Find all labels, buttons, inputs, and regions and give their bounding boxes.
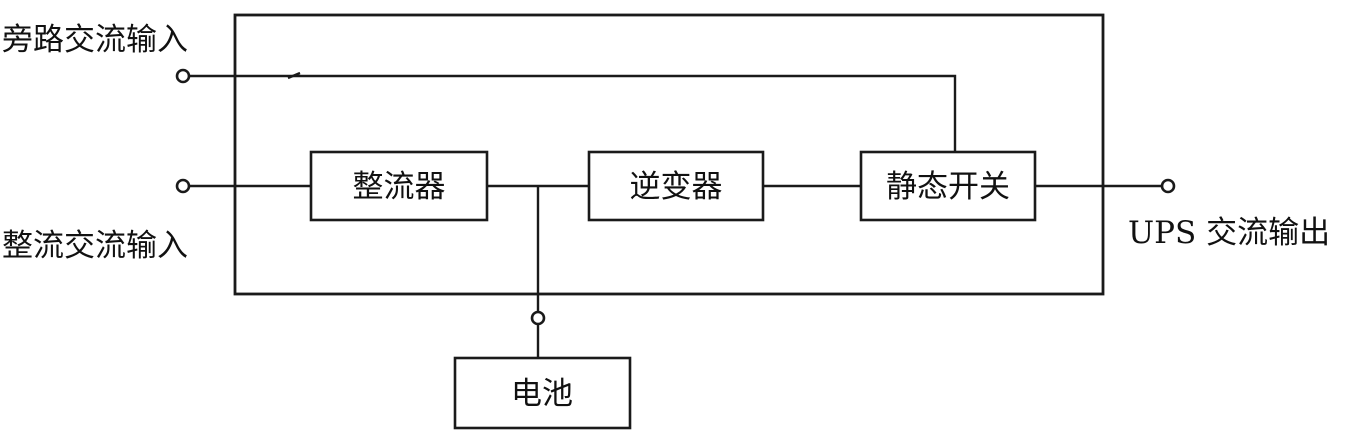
static-switch-label: 静态开关 [886,169,1010,205]
battery-terminal [530,310,546,326]
bypass-input-label: 旁路交流输入 [2,22,188,58]
rectifier-block [309,150,489,222]
bypass-input-terminal [175,68,191,84]
inverter-block [587,150,765,222]
ups-output-label: UPS 交流输出 [1128,215,1330,251]
inverter-label: 逆变器 [630,169,723,205]
battery-label: 电池 [511,376,573,412]
ups-enclosure [233,13,1105,296]
static-switch-block [859,150,1037,222]
bypass-line [186,74,957,152]
rectifier-label: 整流器 [353,169,446,205]
battery-block [453,356,632,430]
rectifier-input-label: 整流交流输入 [2,228,188,264]
rectifier-input-terminal [175,178,191,194]
bypass-line-tick [287,71,301,80]
ups-output-terminal [1160,178,1176,194]
